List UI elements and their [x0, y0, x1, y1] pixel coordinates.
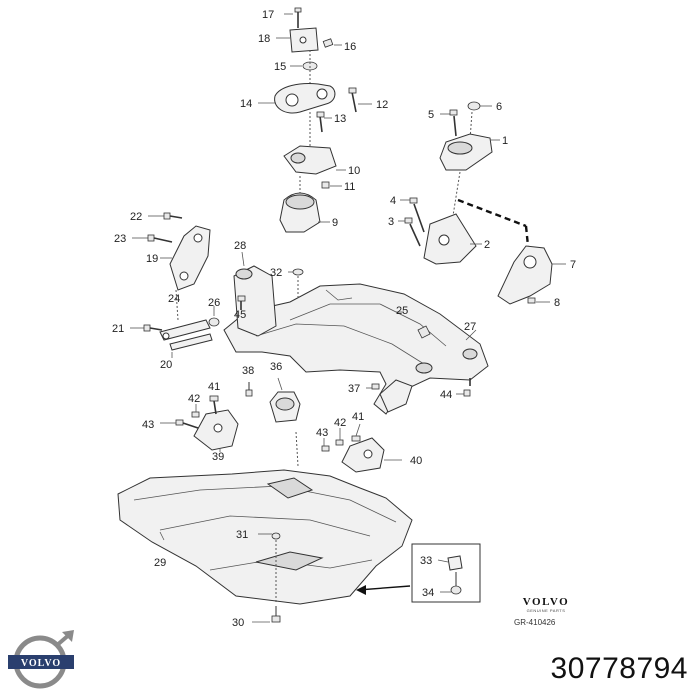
callout-43-right: 43: [316, 427, 328, 439]
callout-42-right: 42: [334, 417, 346, 429]
callout-3: 3: [388, 216, 394, 228]
callout-14: 14: [240, 98, 252, 110]
callout-44: 44: [440, 389, 452, 401]
brand-subtitle: GENUINE PARTS: [526, 608, 566, 613]
callout-6: 6: [496, 101, 502, 113]
callout-40: 40: [410, 455, 422, 467]
right-mount-assembly: [398, 101, 566, 305]
callout-36: 36: [270, 361, 282, 373]
callout-29: 29: [154, 557, 166, 569]
callout-16: 16: [344, 41, 356, 53]
callout-7: 7: [570, 259, 576, 271]
callout-4: 4: [390, 195, 396, 207]
callout-28: 28: [234, 240, 246, 252]
callout-33: 33: [420, 555, 432, 567]
callout-41-left: 41: [208, 381, 220, 393]
callout-15: 15: [274, 61, 286, 73]
callout-27: 27: [464, 321, 476, 333]
callout-labels: 17 18 16 15 14 12 13 5 6 1 10 11 9 4 3 2…: [112, 9, 576, 629]
callout-23: 23: [114, 233, 126, 245]
callout-13: 13: [334, 113, 346, 125]
callout-12: 12: [376, 99, 388, 111]
callout-26: 26: [208, 297, 220, 309]
callout-34: 34: [422, 587, 434, 599]
upper-mount-assembly: [258, 7, 372, 233]
volvo-logo: VOLVO: [8, 630, 74, 689]
callout-31: 31: [236, 529, 248, 541]
left-link-assembly: [130, 212, 220, 358]
logo-wordmark: VOLVO: [21, 658, 61, 669]
callout-25: 25: [396, 305, 408, 317]
callout-11: 11: [344, 181, 355, 193]
callout-37: 37: [348, 383, 360, 395]
callout-18: 18: [258, 33, 270, 45]
callout-30: 30: [232, 617, 244, 629]
callout-24: 24: [168, 293, 180, 305]
callout-20: 20: [160, 359, 172, 371]
splash-shield: [117, 469, 413, 623]
callout-17: 17: [262, 9, 274, 21]
callout-9: 9: [332, 217, 338, 229]
callout-43-left: 43: [142, 419, 154, 431]
callout-41-right: 41: [352, 411, 364, 423]
callout-38: 38: [242, 365, 254, 377]
subframe: [223, 251, 489, 415]
callout-19: 19: [146, 253, 158, 265]
callout-5: 5: [428, 109, 434, 121]
brand-word: VOLVO: [522, 596, 570, 608]
callout-1: 1: [502, 135, 508, 147]
part-number: 30778794: [550, 652, 688, 685]
callout-45: 45: [234, 309, 246, 321]
callout-22: 22: [130, 211, 142, 223]
detail-box: [411, 543, 481, 603]
callout-10: 10: [348, 165, 360, 177]
callout-39: 39: [212, 451, 224, 463]
lower-mounts: [160, 377, 402, 473]
callout-32: 32: [270, 267, 282, 279]
brand-block: VOLVO GENUINE PARTS: [516, 596, 576, 613]
callout-2: 2: [484, 239, 490, 251]
callout-42-left: 42: [188, 393, 200, 405]
callout-21: 21: [112, 323, 124, 335]
reference-code: GR-410426: [514, 618, 556, 627]
callout-8: 8: [554, 297, 560, 309]
